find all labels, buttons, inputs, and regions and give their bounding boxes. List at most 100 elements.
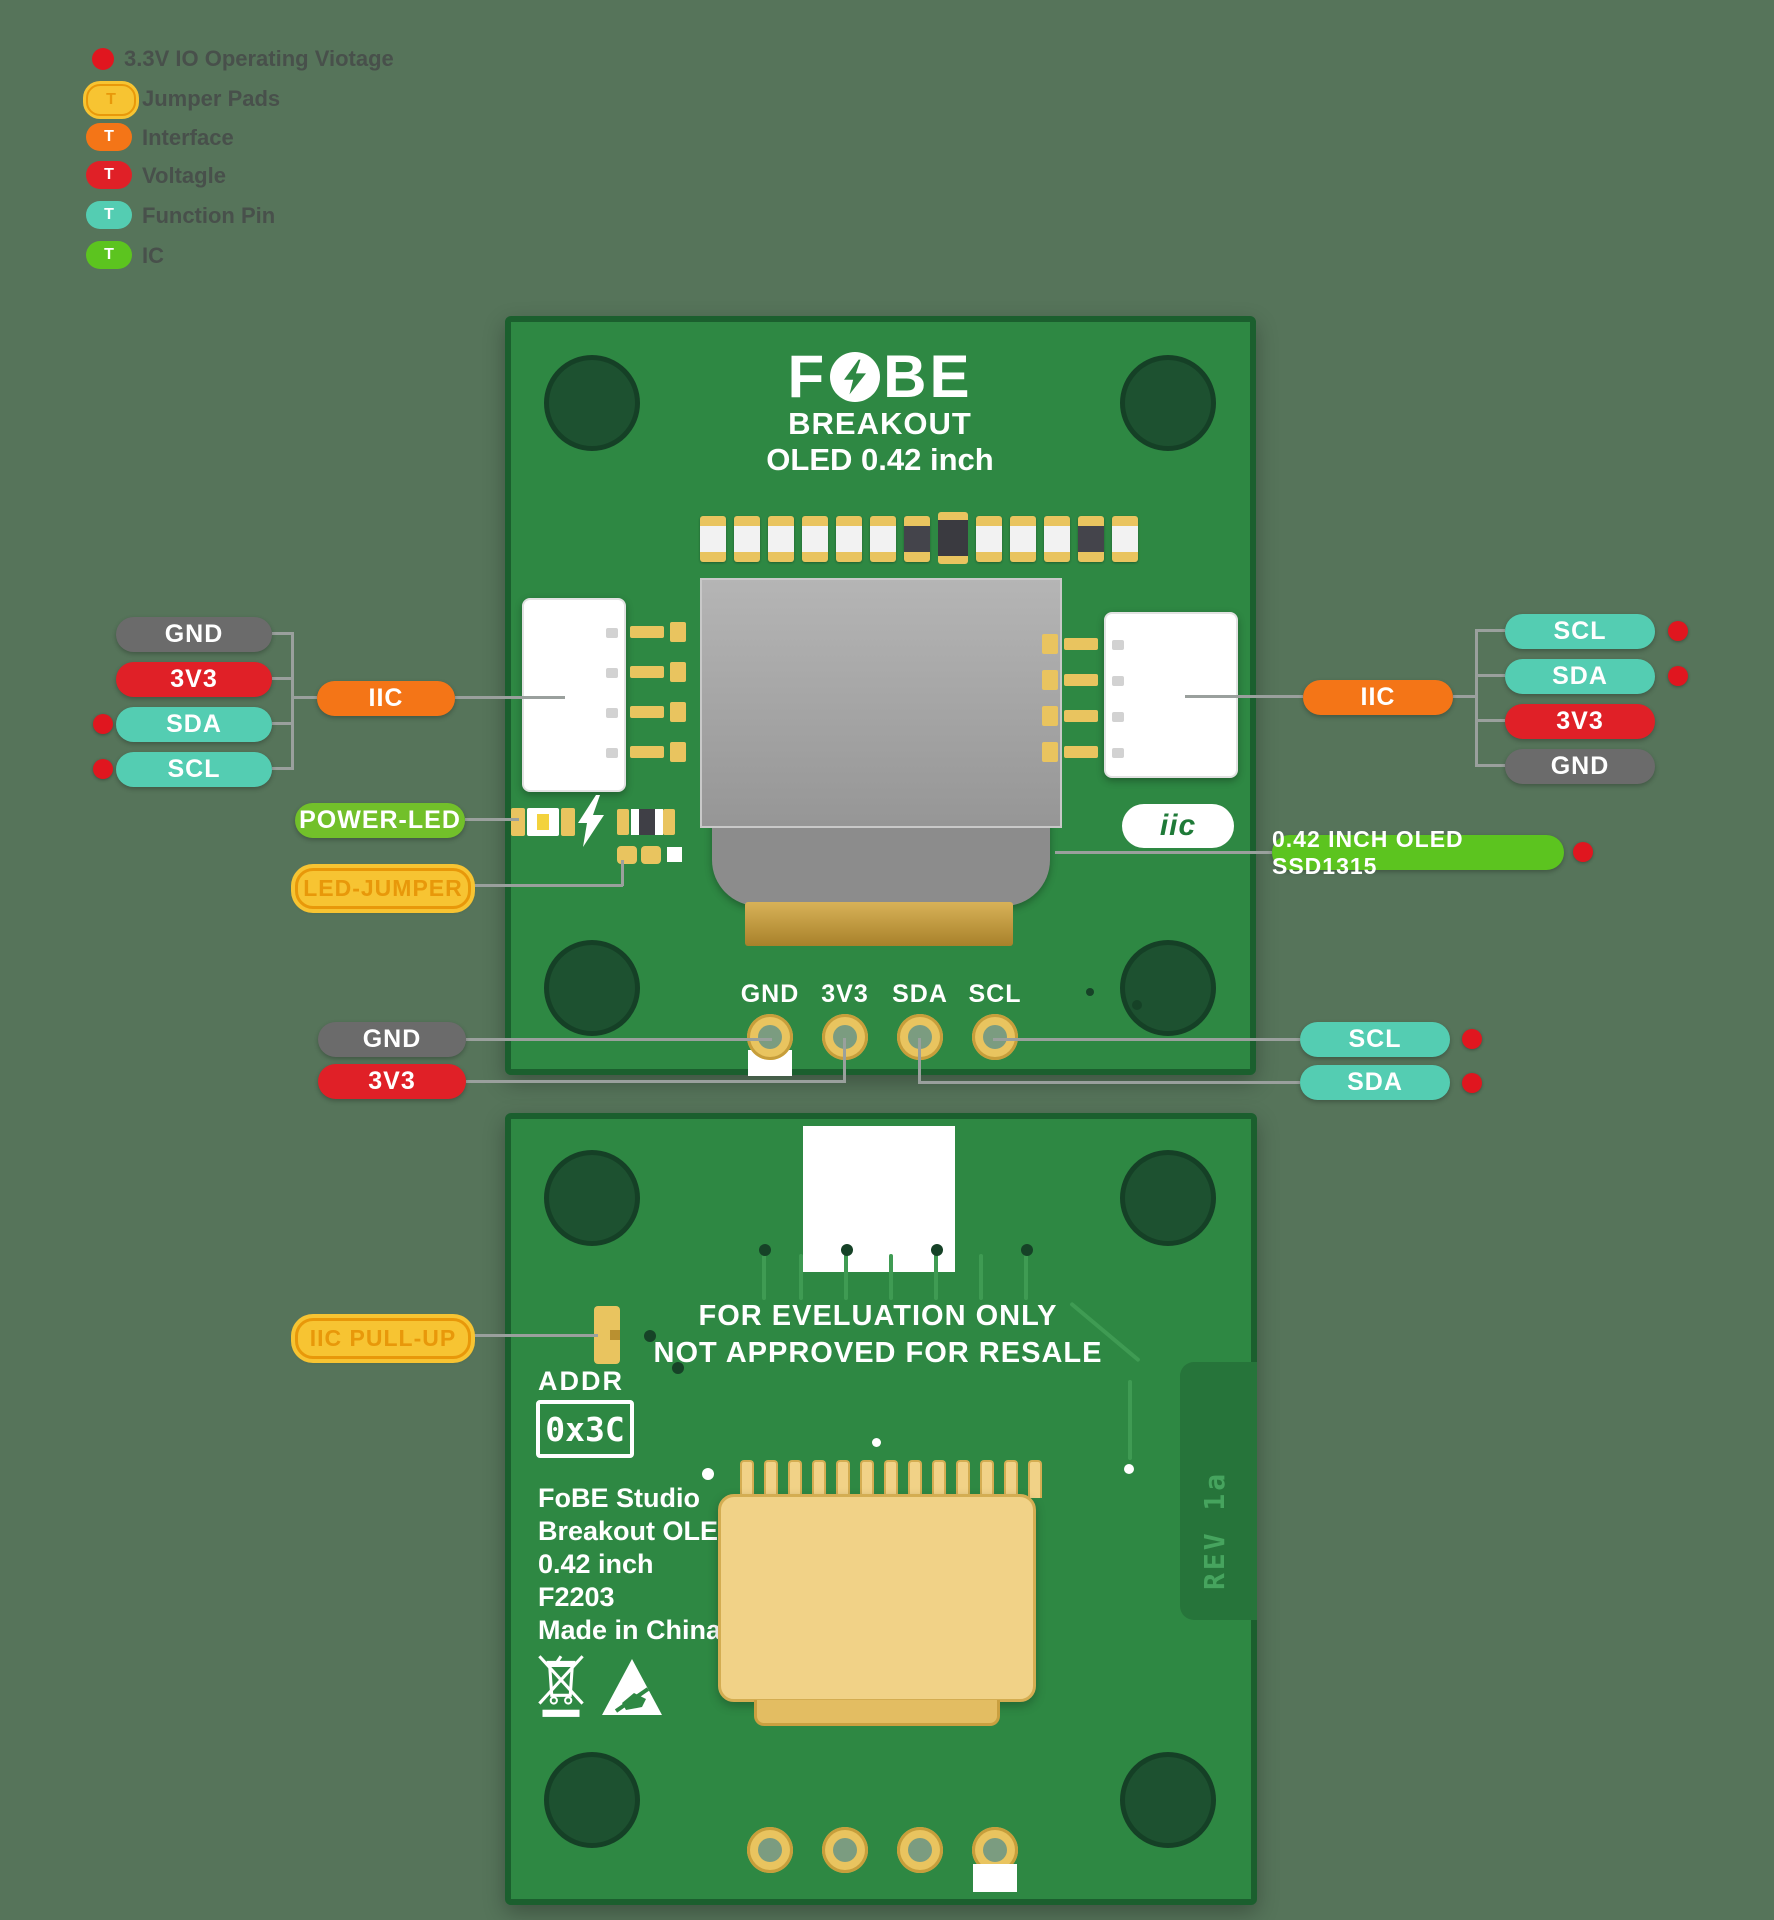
resistor-body: [639, 809, 655, 835]
pin-label-scl: SCL: [1505, 614, 1655, 649]
mounting-hole: [1120, 355, 1216, 451]
mounting-hole: [544, 940, 640, 1036]
mounting-hole: [544, 1150, 640, 1246]
board-subtitle: OLED 0.42 inch: [766, 442, 994, 477]
io-red-dot: [93, 759, 113, 779]
led-jumper-label: LED-JUMPER: [295, 868, 471, 909]
legend-label: Function Pin: [142, 203, 276, 228]
connector-slot: [1112, 712, 1124, 722]
addr-value-box: 0x3C: [536, 1400, 634, 1458]
smd-capacitor: [1010, 516, 1036, 562]
pcb-trace: [799, 1254, 803, 1300]
callout-line: [465, 884, 623, 887]
smd-resistor: [904, 516, 930, 562]
pin-label-gnd: GND: [1505, 749, 1655, 784]
connector-finger: [836, 1460, 850, 1498]
smd-capacitor: [734, 516, 760, 562]
sda-through-hole: [897, 1014, 943, 1060]
connector-pin: [1064, 746, 1098, 758]
esd-warning-icon: [602, 1659, 662, 1715]
callout-line: [1055, 851, 1272, 854]
connector-finger: [764, 1460, 778, 1498]
oled-ic-label: 0.42 INCH OLED SSD1315: [1272, 826, 1564, 879]
info-line: F2203: [538, 1582, 615, 1612]
resistor-pad: [617, 809, 629, 835]
lightning-bolt-icon: [830, 351, 881, 402]
connector-slot: [1112, 640, 1124, 650]
callout-line: [993, 1038, 1300, 1041]
pin-label-sda: SDA: [1505, 659, 1655, 694]
connector-finger: [932, 1460, 946, 1498]
resistor-pad: [663, 809, 675, 835]
connector-pad: [670, 662, 686, 682]
addr-label: ADDR: [538, 1366, 624, 1396]
pcb-trace: [979, 1254, 983, 1300]
iic-silk-label: iic: [1122, 804, 1234, 848]
info-line: Breakout OLED: [538, 1516, 738, 1546]
via: [1086, 988, 1094, 996]
io-red-dot: [1462, 1073, 1482, 1093]
callout-line: [466, 1038, 772, 1041]
callout-line: [1475, 629, 1478, 767]
legend-red-dot-icon: [92, 48, 114, 70]
smd-capacitor: [836, 516, 862, 562]
connector-slot: [606, 708, 618, 718]
silk-pin-label: SDA: [892, 980, 948, 1008]
logo-letters-be: BE: [883, 343, 973, 410]
silk-pin-label: GND: [740, 980, 800, 1008]
connector-finger: [788, 1460, 802, 1498]
callout-line: [1453, 695, 1477, 698]
resistor-end: [655, 809, 663, 835]
smd-capacitor: [768, 516, 794, 562]
callout-line: [465, 1334, 598, 1337]
connector-slot: [1112, 748, 1124, 758]
pcb-trace: [889, 1254, 893, 1300]
connector-finger: [1028, 1460, 1042, 1498]
led-jumper-pad: [641, 846, 661, 864]
connector-finger: [980, 1460, 994, 1498]
gnd-through-hole: [747, 1014, 793, 1060]
pin-label-gnd: GND: [116, 617, 272, 652]
connector-slot: [606, 748, 618, 758]
connector-pin: [1064, 710, 1098, 722]
smd-capacitor: [976, 516, 1002, 562]
led-pad: [561, 808, 575, 836]
smd-capacitor: [802, 516, 828, 562]
legend-label: Interface: [142, 125, 234, 150]
mounting-hole: [544, 1752, 640, 1848]
connector-pin: [630, 626, 664, 638]
silk-pin-label: 3V3: [821, 980, 869, 1008]
info-line: Made in China: [538, 1615, 722, 1645]
via: [1021, 1244, 1033, 1256]
connector-pad: [670, 702, 686, 722]
via: [841, 1244, 853, 1256]
via-white: [1124, 1464, 1134, 1474]
scl-through-hole: [972, 1014, 1018, 1060]
silk-square: [667, 847, 682, 862]
warning-line-2: NOT APPROVED FOR RESALE: [653, 1337, 1103, 1369]
via-white: [702, 1468, 714, 1480]
pin-label-gnd-bottom: GND: [318, 1022, 466, 1057]
led-jumper-pad: [617, 846, 637, 864]
silk-pin-label: SCL: [968, 980, 1022, 1008]
smd-capacitor: [700, 516, 726, 562]
legend-label: Voltagle: [142, 163, 226, 188]
callout-line: [291, 696, 317, 699]
connector-finger: [812, 1460, 826, 1498]
connector-pin: [1064, 638, 1098, 650]
led-pad: [511, 808, 525, 836]
legend-interface-icon: T: [86, 123, 132, 151]
connector-finger: [956, 1460, 970, 1498]
legend-label: Jumper Pads: [142, 86, 281, 111]
pin-label-3v3-bottom: 3V3: [318, 1064, 466, 1099]
callout-line: [1477, 629, 1505, 632]
callout-line: [272, 677, 294, 680]
pcb-trace: [934, 1254, 938, 1300]
pin-label-sda: SDA: [116, 707, 272, 742]
pcb-trace: [844, 1254, 848, 1300]
io-red-dot: [1668, 666, 1688, 686]
connector-pin: [630, 706, 664, 718]
callout-line: [465, 818, 519, 821]
mounting-hole: [1120, 1150, 1216, 1246]
pin-marker: [973, 1864, 1017, 1892]
